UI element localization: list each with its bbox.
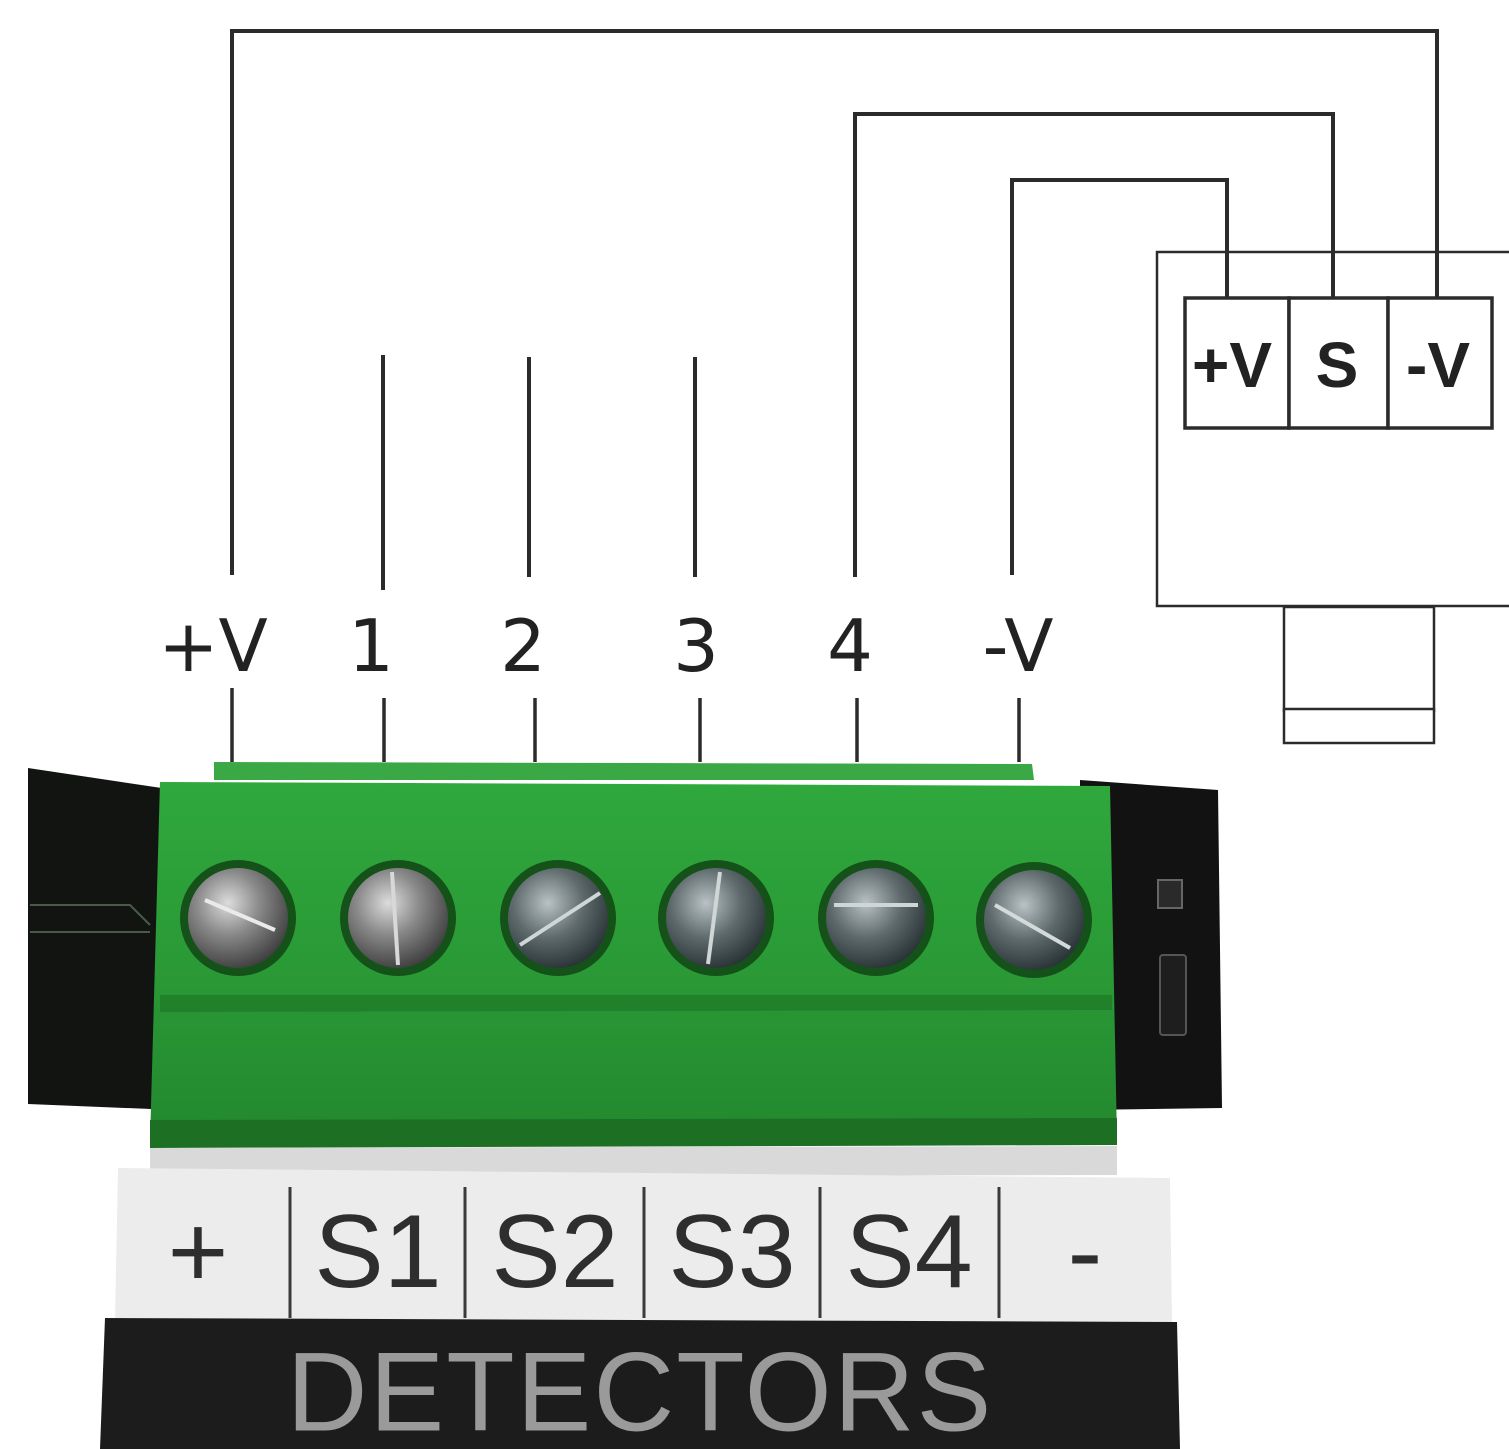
screw-terminals — [180, 860, 1092, 978]
detectors-banner-text: DETECTORS — [287, 1330, 994, 1449]
wire-label-4: 4 — [827, 604, 873, 688]
strip-label-s3: S3 — [668, 1194, 795, 1310]
screw-1-head — [348, 868, 448, 968]
wire-label-2: 2 — [500, 604, 546, 688]
circuit-board — [28, 768, 1222, 1110]
screw-slot — [706, 871, 722, 965]
label-strip: + S1 S2 S3 S4 - — [115, 1146, 1172, 1322]
wire-label-minus-v: -V — [982, 604, 1053, 688]
screw-slot — [390, 871, 400, 966]
detector-terminal-label: S — [1316, 329, 1359, 401]
board-left — [28, 768, 175, 1110]
wire-plus-v — [230, 29, 1439, 575]
connector-base — [150, 1118, 1117, 1148]
strip-label-minus: - — [1068, 1194, 1103, 1310]
screw-minus-v-head — [984, 870, 1084, 970]
board-component — [1157, 879, 1183, 909]
detector-terminal-block: +V S -V — [1183, 296, 1494, 430]
detector-sensor-cap — [1282, 707, 1436, 745]
detectors-banner-background — [100, 1318, 1180, 1449]
wire-label-3: 3 — [673, 604, 719, 688]
detector-device: +V S -V — [1155, 250, 1509, 745]
terminal-connector — [150, 762, 1117, 1148]
strip-label-s1: S1 — [314, 1194, 441, 1310]
detector-terminal-minus-v[interactable] — [1386, 296, 1494, 430]
board-trace — [30, 904, 151, 933]
strip-label-s2: S2 — [491, 1194, 618, 1310]
detectors-banner: DETECTORS — [100, 1318, 1180, 1449]
wire-label-1: 1 — [348, 604, 394, 688]
detector-terminal-label: +V — [1192, 329, 1272, 401]
wire-4 — [853, 112, 1335, 577]
strip-label-s4: S4 — [845, 1194, 972, 1310]
connector-body — [150, 782, 1117, 1142]
connector-groove — [160, 995, 1112, 1012]
board-component — [1159, 954, 1187, 1036]
screw-slot — [204, 898, 276, 932]
screw-slot — [518, 891, 602, 947]
connector-top-ridge — [214, 762, 1034, 780]
wire-labels: +V 1 2 3 4 -V — [158, 604, 1053, 688]
detector-terminal-s[interactable] — [1287, 296, 1390, 430]
wire-label-plus-v: +V — [158, 604, 268, 688]
screw-4-head — [826, 868, 926, 968]
label-dividers — [288, 1187, 1001, 1318]
wire-minus-v — [1010, 178, 1229, 575]
strip-label-plus: + — [168, 1194, 229, 1310]
screw-plus-v-head — [188, 868, 288, 968]
label-strip-top — [150, 1146, 1117, 1177]
screw-slot — [994, 903, 1071, 950]
wires — [230, 29, 1439, 762]
detector-terminal-label: -V — [1406, 329, 1470, 401]
detector-sensor-body — [1282, 605, 1436, 713]
